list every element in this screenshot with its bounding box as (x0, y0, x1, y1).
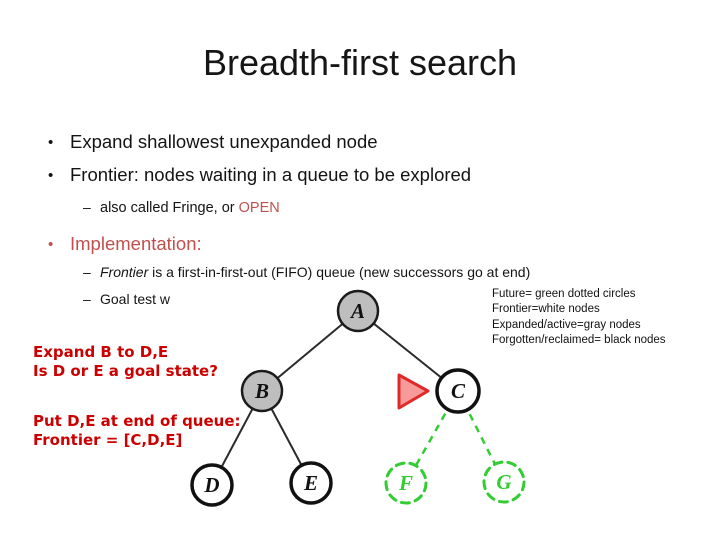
tree-node-f: F (384, 461, 428, 505)
node-b-circle (240, 369, 284, 413)
subbullet-fifo-text: is a first-in-first-out (FIFO) queue (ne… (148, 264, 531, 280)
tree-node-d: D (190, 463, 234, 507)
node-d-label: D (203, 473, 219, 497)
bullet-dot-icon: • (48, 167, 54, 184)
bullet-frontier-queue-label: Frontier: nodes waiting in a queue to be… (70, 164, 472, 185)
annotation-frontier-list: Frontier = [C,D,E] (33, 431, 183, 449)
page-title: Breadth-first search (202, 42, 518, 83)
node-d-circle (190, 463, 234, 507)
dash-icon: – (83, 291, 91, 307)
subbullet-goal-test-text: Goal test w (100, 291, 171, 307)
open-keyword: OPEN (238, 200, 280, 216)
subbullet-fringe-text: also called Fringe, or (100, 200, 239, 216)
node-e-label: E (303, 471, 318, 495)
bullet-expand-shallowest: • Expand shallowest unexpanded node (48, 131, 378, 153)
bullet-dot-icon: • (48, 134, 54, 151)
node-c-circle (435, 368, 481, 414)
legend-line-forgotten: Forgotten/reclaimed= black nodes (492, 333, 666, 346)
annotation-expand-line: Expand B to D,E (33, 343, 169, 361)
node-a-label: A (349, 299, 365, 323)
annotation-goal-question: Is D or E a goal state? (33, 362, 218, 380)
legend-line-expanded: Expanded/active=gray nodes (492, 318, 641, 331)
annotation-put-queue: Put D,E at end of queue: (33, 412, 241, 430)
node-g-circle (482, 460, 526, 504)
bullet-implementation: • Implementation: (48, 233, 202, 255)
edge-c-f-dashed (404, 390, 460, 484)
tree-node-e: E (289, 461, 333, 505)
subbullet-fringe-open: –also called Fringe, or OPEN (83, 199, 280, 216)
node-c-label: C (451, 379, 466, 403)
bullet-implementation-label: Implementation: (70, 233, 202, 254)
annotation-queue-step: Put D,E at end of queue: Frontier = [C,D… (33, 412, 241, 450)
tree-node-a: A (336, 289, 380, 333)
frontier-italic: Frontier (100, 264, 149, 280)
legend-line-future: Future= green dotted circles (492, 288, 636, 300)
legend-line-frontier: Frontier=white nodes (492, 303, 600, 316)
annotation-expand-step: Expand B to D,E Is D or E a goal state? (33, 343, 218, 381)
subbullet-goal-test: –Goal test w (83, 291, 170, 307)
node-a-circle (336, 289, 380, 333)
edge-a-c (357, 310, 459, 392)
tree-node-b: B (240, 369, 284, 413)
tree-node-c: C (435, 368, 481, 414)
node-g-label: G (496, 470, 511, 494)
dash-icon: – (83, 264, 91, 280)
subbullet-fifo: –Frontier is a first-in-first-out (FIFO)… (83, 264, 530, 280)
bullet-frontier-queue: • Frontier: nodes waiting in a queue to b… (48, 164, 471, 186)
node-e-circle (289, 461, 333, 505)
pointer-triangle-icon (397, 373, 430, 410)
node-f-circle (384, 461, 428, 505)
node-b-label: B (254, 379, 269, 403)
edge-a-b (261, 310, 359, 392)
tree-node-g: G (482, 460, 526, 504)
node-f-label: F (398, 471, 413, 495)
node-color-legend: Future= green dotted circles Frontier=wh… (492, 287, 666, 348)
dash-icon: – (83, 199, 91, 215)
bullet-dot-icon: • (48, 236, 54, 253)
bullet-expand-shallowest-label: Expand shallowest unexpanded node (70, 131, 378, 152)
edge-c-g-dashed (456, 390, 506, 483)
edge-b-e (261, 390, 312, 484)
